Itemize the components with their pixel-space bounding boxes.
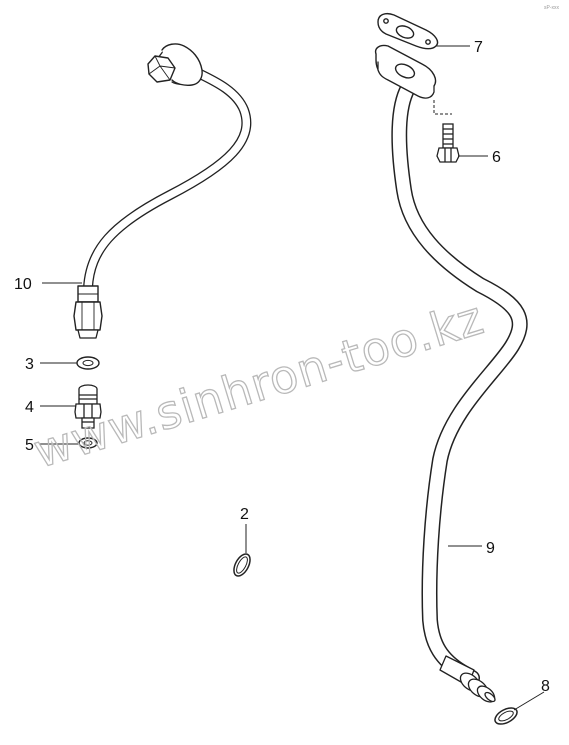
callout-6: 6 [492,149,501,166]
washer-part-3 [76,356,100,370]
callout-3: 3 [25,356,34,373]
leader-8 [513,691,545,711]
callout-5: 5 [25,437,34,454]
bolt-part-6 [433,100,460,163]
gasket-part-7 [377,13,439,50]
leader-lines [40,45,545,711]
callout-10: 10 [14,276,32,293]
o-ring-part-2 [233,553,251,577]
callout-8: 8 [541,678,550,695]
callout-7: 7 [474,39,483,56]
adapter-part-4 [74,384,102,429]
callout-9: 9 [486,540,495,557]
corner-mark: sP-xxx [544,5,560,11]
o-ring-part-8 [494,707,518,725]
washer-part-5 [78,437,98,449]
oil-feed-pipe [73,43,252,339]
oil-return-pipe [374,44,528,703]
callout-2: 2 [240,506,249,523]
callout-labels: 7 6 10 3 4 5 2 9 8 [14,39,550,695]
callout-4: 4 [25,399,34,416]
